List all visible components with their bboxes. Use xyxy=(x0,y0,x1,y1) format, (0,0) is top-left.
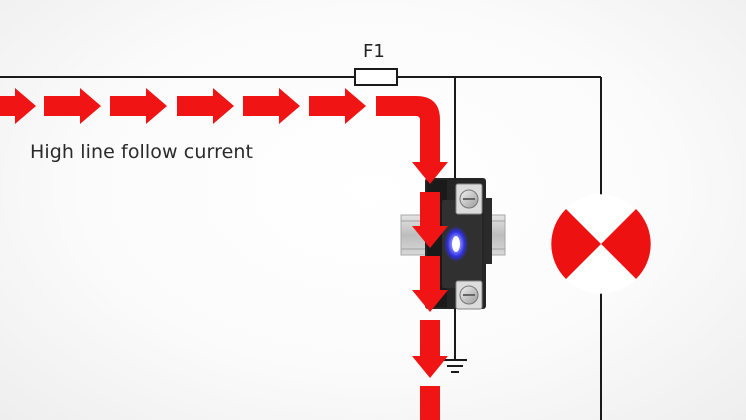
current-arrow-icon xyxy=(110,88,167,124)
signal-lamp-icon xyxy=(551,194,651,294)
diagram-caption: High line follow current xyxy=(30,141,254,163)
current-arrow-icon xyxy=(420,386,440,420)
current-arrow-icon xyxy=(412,128,448,184)
ground-symbol-icon xyxy=(443,359,467,373)
current-arrow-icon xyxy=(376,96,440,128)
current-arrow-icon xyxy=(44,88,101,124)
current-arrow-icon xyxy=(412,192,448,248)
current-arrow-icon xyxy=(243,88,300,124)
current-arrow-icon xyxy=(309,88,366,124)
fuse-symbol-icon xyxy=(354,68,398,86)
current-arrow-icon xyxy=(0,88,36,124)
current-arrow-icon xyxy=(412,320,448,378)
current-arrow-icon xyxy=(412,256,448,312)
fuse-label: F1 xyxy=(363,41,385,62)
current-flow-horizontal xyxy=(0,88,440,128)
current-flow-vertical xyxy=(412,128,448,420)
current-arrow-icon xyxy=(177,88,234,124)
